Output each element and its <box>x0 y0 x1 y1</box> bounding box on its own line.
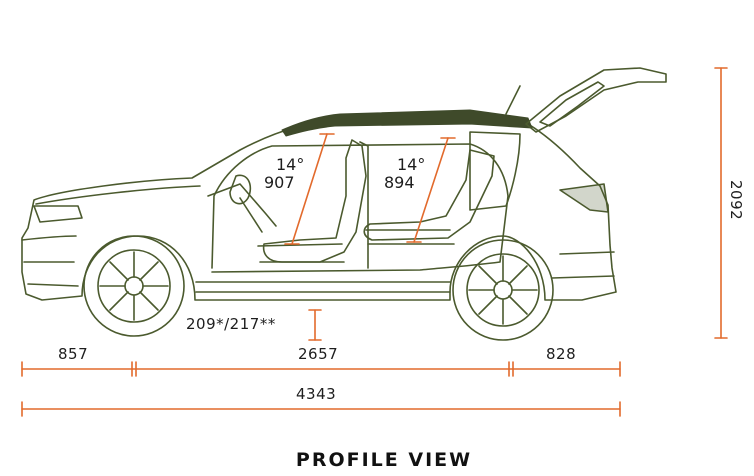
tailgate-strut <box>505 85 521 115</box>
ground-clearance-label: 209*/217** <box>186 315 276 333</box>
front-wheel-tire <box>83 235 185 337</box>
rear-seat-angle: 14° <box>397 155 425 174</box>
front-seat-cushion <box>257 243 345 263</box>
body-silhouette <box>21 117 617 301</box>
overall-height-label: 2092 <box>727 180 745 220</box>
front-bumper <box>21 235 79 287</box>
rear-wheel-tire <box>452 239 554 341</box>
rear-seat <box>363 149 495 241</box>
b-pillar <box>359 141 369 269</box>
front-overhang-label: 857 <box>58 345 88 363</box>
front-seat <box>262 139 367 263</box>
dashboard <box>207 183 277 227</box>
headlamp <box>33 205 83 223</box>
hood-line <box>35 185 201 205</box>
roof-band <box>281 109 533 137</box>
rear-quarter-window <box>469 131 521 211</box>
rear-overhang-label: 828 <box>546 345 576 363</box>
segment-tick-front-axle <box>131 361 137 377</box>
front-seat-height: 907 <box>264 173 295 192</box>
front-wheel-spokes <box>99 251 169 321</box>
wheelbase-label: 2657 <box>298 345 338 363</box>
sill-line <box>195 281 451 293</box>
tailgate-glass <box>539 81 605 127</box>
rear-seat-height: 894 <box>384 173 415 192</box>
dimension-lines <box>21 67 728 417</box>
rear-seat-height-line <box>413 137 449 243</box>
tail-lamp <box>559 183 609 213</box>
steering-wheel <box>229 174 263 233</box>
diagram-title: PROFILE VIEW <box>296 449 472 471</box>
vehicle-outline <box>21 67 667 341</box>
front-seat-height-line <box>291 133 328 245</box>
front-wheel-rim <box>97 249 171 323</box>
rear-wheel-rim <box>466 253 540 327</box>
front-seat-angle: 14° <box>276 155 304 174</box>
overall-length-label: 4343 <box>296 385 336 403</box>
open-tailgate <box>525 67 667 133</box>
rear-seat-cushion <box>365 229 455 245</box>
rear-wheel-spokes <box>468 255 538 325</box>
segment-tick-rear-axle <box>508 361 514 377</box>
rear-bumper <box>551 251 615 279</box>
